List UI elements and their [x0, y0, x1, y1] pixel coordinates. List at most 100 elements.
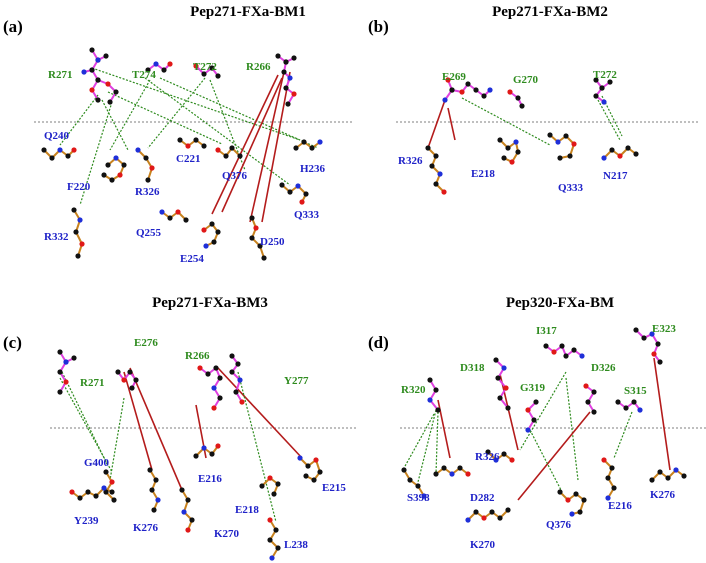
atom-dot [105, 162, 111, 168]
atom-dot [279, 182, 285, 188]
panel-c-ligand-labels: R271 E276 R266 Y277 [80, 337, 309, 389]
atom-dot [95, 77, 101, 83]
atom-dot [161, 67, 167, 73]
atom-dot [615, 399, 621, 405]
atom-dot [283, 59, 289, 65]
salt-bridge-line [221, 77, 283, 213]
panel-a-title: Pep271-FXa-BM1 [190, 4, 306, 20]
atom-dot [185, 143, 191, 149]
receptor-bond-fragment [217, 147, 241, 157]
atom-dot [493, 457, 499, 463]
atom-dot [253, 225, 259, 231]
atom-dot [145, 67, 151, 73]
atom-dot [303, 191, 309, 197]
atom-dot [657, 469, 663, 475]
receptor-bond-fragment [179, 139, 205, 147]
receptor-residue-label: K276 [650, 489, 676, 501]
atom-dot [71, 207, 77, 213]
atom-dot [579, 353, 585, 359]
atom-dot [249, 235, 255, 241]
hydrogen-bond-line [417, 409, 437, 483]
atom-dot [593, 77, 599, 83]
atom-dot [105, 81, 111, 87]
atom-dot [599, 85, 605, 91]
receptor-residue-label: K276 [133, 522, 159, 534]
atom-dot [649, 331, 655, 337]
atom-dot [77, 495, 83, 501]
atom-dot [465, 81, 471, 87]
atom-dot [415, 483, 421, 489]
atom-dot [299, 199, 305, 205]
atom-dot [215, 73, 221, 79]
atom-dot [585, 399, 591, 405]
atom-dot [233, 389, 239, 395]
atom-dot [433, 153, 439, 159]
atom-dot [147, 467, 153, 473]
ligand-residue-label: I317 [536, 325, 557, 337]
atom-dot [497, 395, 503, 401]
hydrogen-bond-line [529, 429, 563, 493]
receptor-residue-label: E216 [198, 473, 222, 485]
ligand-residue-label: T272 [193, 61, 217, 73]
atom-dot [121, 377, 127, 383]
atom-dot [449, 471, 455, 477]
atom-dot [41, 147, 47, 153]
atom-dot [611, 485, 617, 491]
receptor-residue-label: D282 [470, 492, 495, 504]
atom-dot [229, 369, 235, 375]
salt-bridge-line [123, 371, 153, 471]
atom-dot [95, 97, 101, 103]
atom-dot [313, 457, 319, 463]
atom-dot [217, 395, 223, 401]
atom-dot [563, 353, 569, 359]
atom-dot [69, 489, 75, 495]
atom-dot [525, 427, 531, 433]
panel-b-receptor-fragments [425, 132, 639, 195]
atom-dot [533, 399, 539, 405]
atom-dot [271, 491, 277, 497]
atom-dot [287, 75, 293, 81]
receptor-residue-label: E215 [322, 482, 346, 494]
atom-dot [505, 507, 511, 513]
atom-dot [203, 243, 209, 249]
atom-dot [249, 215, 255, 221]
atom-dot [427, 397, 433, 403]
salt-bridge-line [217, 367, 303, 459]
atom-dot [211, 405, 217, 411]
atom-dot [273, 527, 279, 533]
atom-dot [497, 515, 503, 521]
panel-d-title: Pep320-FXa-BM [506, 295, 614, 311]
panel-a-label: (a) [3, 17, 23, 36]
atom-dot [121, 162, 127, 168]
atom-dot [651, 351, 657, 357]
atom-dot [267, 475, 273, 481]
receptor-residue-label: L238 [284, 539, 308, 551]
atom-dot [295, 183, 301, 189]
ligand-bond-fragment [195, 65, 219, 77]
ligand-bond-fragment [585, 385, 595, 413]
panel-b-interactions [427, 95, 623, 149]
atom-dot [559, 343, 565, 349]
receptor-residue-label: E216 [608, 500, 632, 512]
atom-dot [473, 87, 479, 93]
atom-dot [571, 347, 577, 353]
ligand-residue-label: R271 [80, 377, 104, 389]
salt-bridge-line [499, 373, 519, 451]
atom-dot [593, 93, 599, 99]
hydrogen-bond-line [147, 77, 206, 149]
ligand-bond-fragment [617, 401, 641, 411]
atom-dot [501, 365, 507, 371]
atom-dot [189, 517, 195, 523]
atom-dot [287, 189, 293, 195]
atom-dot [65, 153, 71, 159]
atom-dot [515, 95, 521, 101]
ligand-residue-label: T272 [593, 69, 617, 81]
atom-dot [229, 145, 235, 151]
atom-dot [151, 507, 157, 513]
receptor-residue-label: Q240 [44, 130, 70, 142]
atom-dot [557, 155, 563, 161]
atom-dot [427, 377, 433, 383]
atom-dot [179, 487, 185, 493]
hydrogen-bond-line [519, 371, 567, 451]
